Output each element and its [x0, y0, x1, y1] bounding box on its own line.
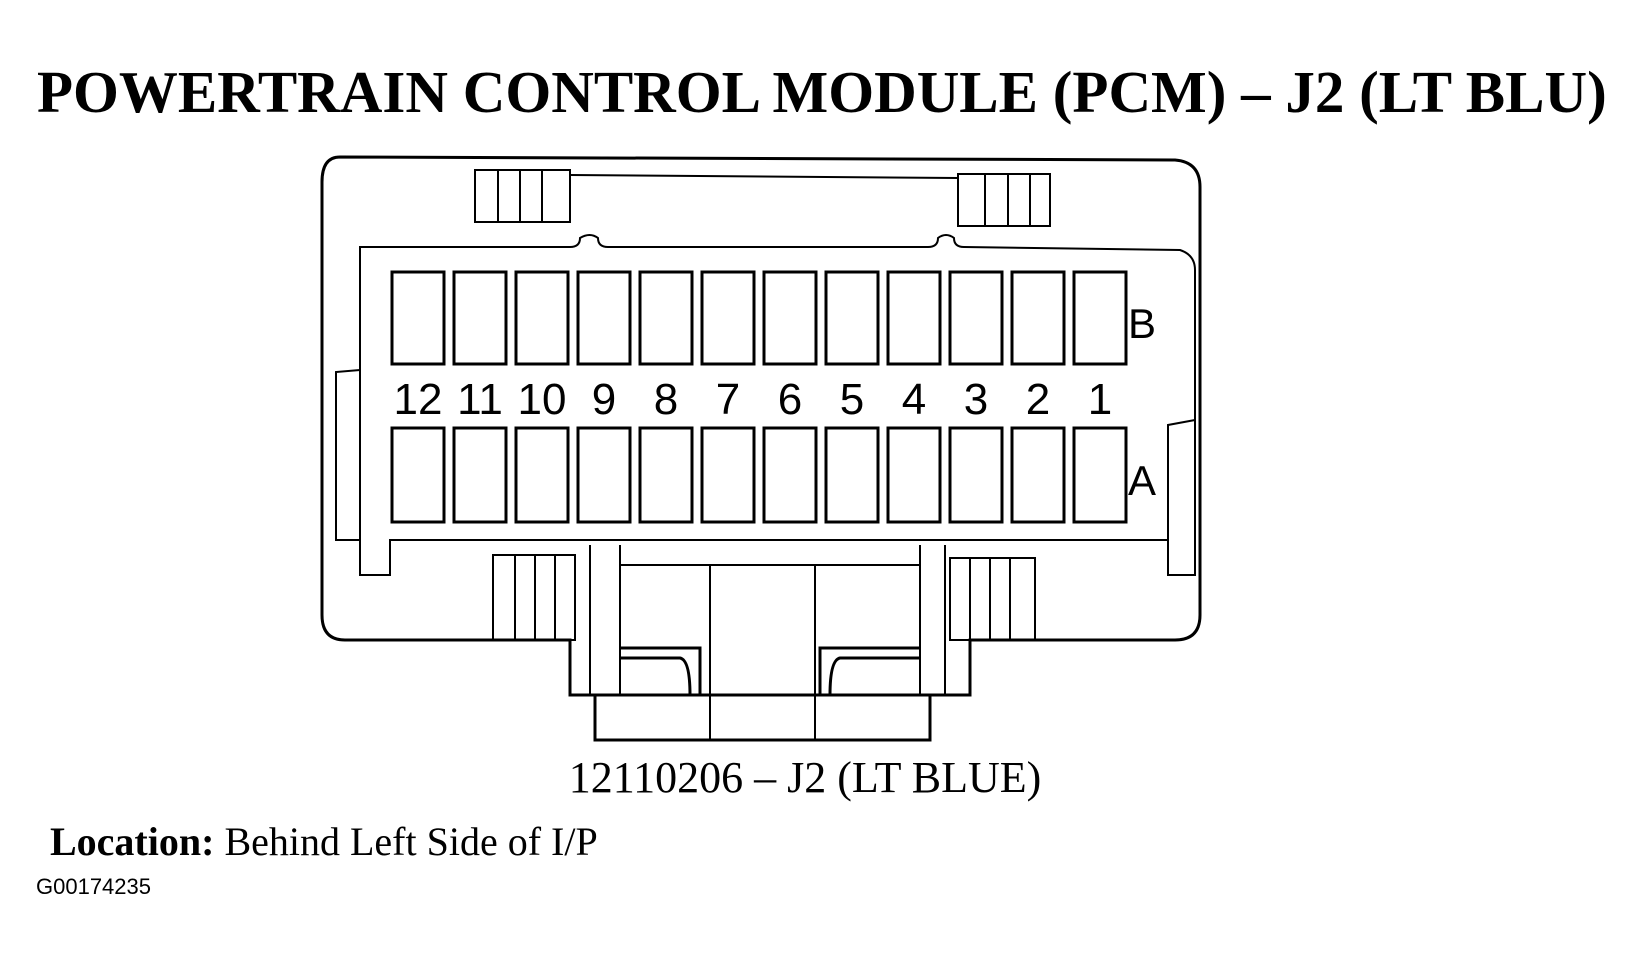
- pin-cavity-a11: [452, 426, 508, 524]
- pin-cavity-b10: [514, 270, 570, 366]
- latch-body: [589, 545, 946, 695]
- row-b-label: B: [1128, 300, 1156, 347]
- pin-cavity-b1: [1072, 270, 1128, 366]
- pin-number-label: 10: [518, 375, 567, 424]
- latch-hook-right: [818, 646, 920, 697]
- location-label: Location:: [50, 819, 215, 864]
- pin-cavity-a3: [948, 426, 1004, 524]
- pin-cavity-a10: [514, 426, 570, 524]
- pin-cavity-a5: [824, 426, 880, 524]
- pin-number-label: 9: [592, 375, 616, 424]
- pin-number-label: 4: [902, 375, 926, 424]
- pin-cavity-a4: [886, 426, 942, 524]
- pin-cavity-b4: [886, 270, 942, 366]
- pin-cavity-b5: [824, 270, 880, 366]
- pin-number-label: 2: [1026, 375, 1050, 424]
- top-lock-tab-left: [474, 169, 571, 223]
- bottom-tab-left: [492, 554, 576, 641]
- pin-cavity-b7: [700, 270, 756, 366]
- pin-number-label: 5: [840, 375, 864, 424]
- pin-cavity-b6: [762, 270, 818, 366]
- diagram-title: POWERTRAIN CONTROL MODULE (PCM) – J2 (LT…: [37, 59, 1607, 125]
- connector-cavity-outline: [359, 234, 1196, 576]
- pin-cavity-b12: [390, 270, 446, 366]
- pin-number-label: 11: [457, 375, 503, 424]
- pin-cavity-a2: [1010, 426, 1066, 524]
- pin-cavity-b11: [452, 270, 508, 366]
- pin-number-label: 7: [716, 375, 740, 424]
- location-line: Location: Behind Left Side of I/P: [50, 818, 598, 865]
- pin-cavity-b3: [948, 270, 1004, 366]
- part-number-caption: 12110206 – J2 (LT BLUE): [568, 753, 1042, 802]
- pin-cavity-a12: [390, 426, 446, 524]
- pin-number-label: 8: [654, 375, 678, 424]
- row-a-label: A: [1128, 457, 1156, 504]
- pin-cavity-a1: [1072, 426, 1128, 524]
- pin-number-label: 12: [394, 375, 443, 424]
- latch-hook-left: [620, 646, 702, 697]
- location-value: Behind Left Side of I/P: [214, 819, 598, 864]
- bottom-tab-right: [949, 557, 1036, 641]
- pin-cavity-b2: [1010, 270, 1066, 366]
- pin-cavity-b9: [576, 270, 632, 366]
- connector-housing-outline: [320, 155, 1202, 697]
- pin-cavity-a9: [576, 426, 632, 524]
- pin-row-b: [390, 270, 1128, 366]
- pin-cavity-a7: [700, 426, 756, 524]
- top-lock-tab-right: [957, 173, 1051, 227]
- pin-number-label: 3: [964, 375, 988, 424]
- figure-id: G00174235: [36, 874, 151, 899]
- pin-cavity-a8: [638, 426, 694, 524]
- pin-cavity-a6: [762, 426, 818, 524]
- pin-row-a: [390, 426, 1128, 524]
- pin-number-label: 6: [778, 375, 802, 424]
- pin-cavity-b8: [638, 270, 694, 366]
- pin-number-label: 1: [1088, 375, 1112, 424]
- latch-release-tab: [593, 693, 932, 742]
